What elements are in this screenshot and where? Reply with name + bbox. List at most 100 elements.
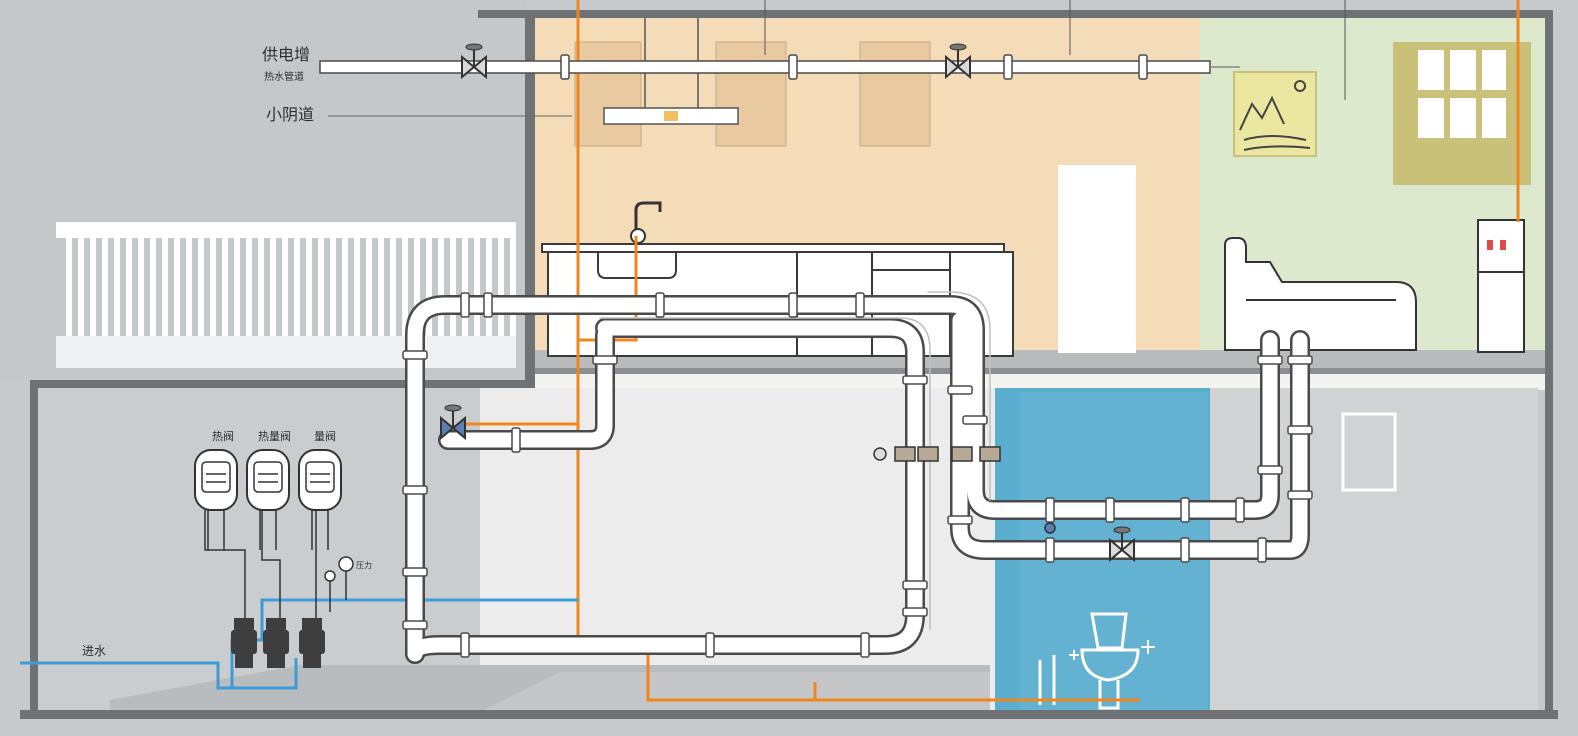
pipe-coupling: [1105, 497, 1115, 523]
railing-bar: [126, 238, 132, 336]
meter-wiring: [204, 510, 317, 620]
pipe-coupling: [402, 567, 428, 577]
pipe-coupling: [1287, 490, 1313, 500]
pipe-coupling: [460, 632, 470, 658]
railing-bar: [390, 238, 396, 336]
pipe-coupling: [1257, 537, 1267, 563]
railing-bar: [402, 238, 408, 336]
pipe-couplings: [402, 54, 1313, 658]
toilet-icon: [1028, 612, 1140, 710]
railing-bar: [426, 238, 432, 336]
pipe-coupling: [788, 292, 798, 318]
pipe-coupling: [855, 292, 865, 318]
pump-icon: [302, 618, 322, 630]
balcony-railing: [56, 222, 516, 368]
railing-bar: [270, 238, 276, 336]
pipe-coupling: [962, 415, 988, 425]
railing-bar: [318, 238, 324, 336]
railing-bar: [138, 238, 144, 336]
railing-bar: [102, 238, 108, 336]
pump-body: [299, 630, 325, 654]
pipe-coupling: [1045, 537, 1055, 563]
cold-inlet-lines: [20, 598, 578, 690]
meter-icon: [246, 449, 290, 550]
pipe-coupling: [402, 485, 428, 495]
railing-bar: [246, 238, 252, 336]
supply-pipe-top: [319, 0, 1346, 117]
railing-bar: [378, 238, 384, 336]
pipe-fitting: [894, 446, 916, 462]
walls: [20, 10, 1558, 719]
water-heater-icon: [1477, 219, 1525, 353]
kitchen-door: [1058, 165, 1136, 353]
pipe-fitting: [951, 446, 973, 462]
pump-base: [267, 654, 285, 668]
railing-bar: [282, 238, 288, 336]
railing-bar: [162, 238, 168, 336]
railing-bar: [222, 238, 228, 336]
railing-bar: [66, 238, 72, 336]
railing-bar: [306, 238, 312, 336]
railing-bar: [174, 238, 180, 336]
pipe-coupling: [1003, 54, 1013, 80]
meter-group: [194, 449, 342, 620]
label-gauge: 压力: [356, 560, 372, 570]
label-meter-3: 量阀: [314, 429, 336, 443]
railing-bar: [330, 238, 336, 336]
label-meter-1: 热阀: [212, 429, 234, 443]
railing-bar: [486, 238, 492, 336]
pipe-coupling: [483, 292, 493, 318]
pipe-coupling: [1045, 497, 1055, 523]
range-hood: [603, 18, 739, 125]
pipe-network: [405, 291, 1310, 664]
railing-bar: [234, 238, 240, 336]
pipe-coupling: [860, 632, 870, 658]
label-water-pipe: 小阴道: [266, 105, 314, 124]
pipe-coupling: [902, 375, 928, 385]
label-inlet: 进水: [82, 644, 106, 658]
valve-icon: [1109, 526, 1135, 563]
pipe-fitting: [917, 446, 939, 462]
valve-icon: [945, 43, 971, 80]
valve-icon: [1044, 522, 1056, 534]
railing-bar: [258, 238, 264, 336]
sparkle-icon: [1069, 640, 1155, 660]
railing-bar: [114, 238, 120, 336]
label-supply-pipe-sub: 热水管道: [264, 70, 304, 83]
valve-icon: [461, 43, 487, 80]
wall-panel: [1341, 412, 1397, 492]
pipe-coupling: [1138, 54, 1148, 80]
railing-bar: [78, 238, 84, 336]
railing-bar: [186, 238, 192, 336]
meter-icon: [194, 449, 238, 550]
railing-bar: [210, 238, 216, 336]
pipe-coupling: [1257, 355, 1283, 365]
pump-icon: [231, 618, 325, 668]
pump-base: [303, 654, 321, 668]
label-supply-pipe: 供电增: [262, 45, 310, 64]
pipe-coupling: [1180, 537, 1190, 563]
pipe-coupling: [402, 620, 428, 630]
pump-icon: [234, 618, 254, 630]
railing-bar: [354, 238, 360, 336]
railing-bar: [366, 238, 372, 336]
pump-body: [263, 630, 289, 654]
pipe-fitting: [979, 446, 1001, 462]
pipe-coupling: [902, 607, 928, 617]
gauge-icon: [324, 556, 354, 612]
window-icon: [1393, 42, 1531, 185]
label-meter-2: 热量阀: [258, 429, 291, 443]
valve-icon: [440, 404, 466, 441]
pipe-coupling: [402, 350, 428, 360]
railing-bar: [90, 238, 96, 336]
pipe-coupling: [1180, 497, 1190, 523]
railing-bar: [294, 238, 300, 336]
pipe-coupling: [655, 292, 665, 318]
painting-icon: [1233, 71, 1317, 157]
pipe-coupling: [1287, 355, 1313, 365]
pipe-coupling: [592, 355, 618, 365]
pipe-coupling: [560, 54, 570, 80]
pipe-coupling: [947, 385, 973, 395]
pipe-coupling: [511, 427, 521, 453]
